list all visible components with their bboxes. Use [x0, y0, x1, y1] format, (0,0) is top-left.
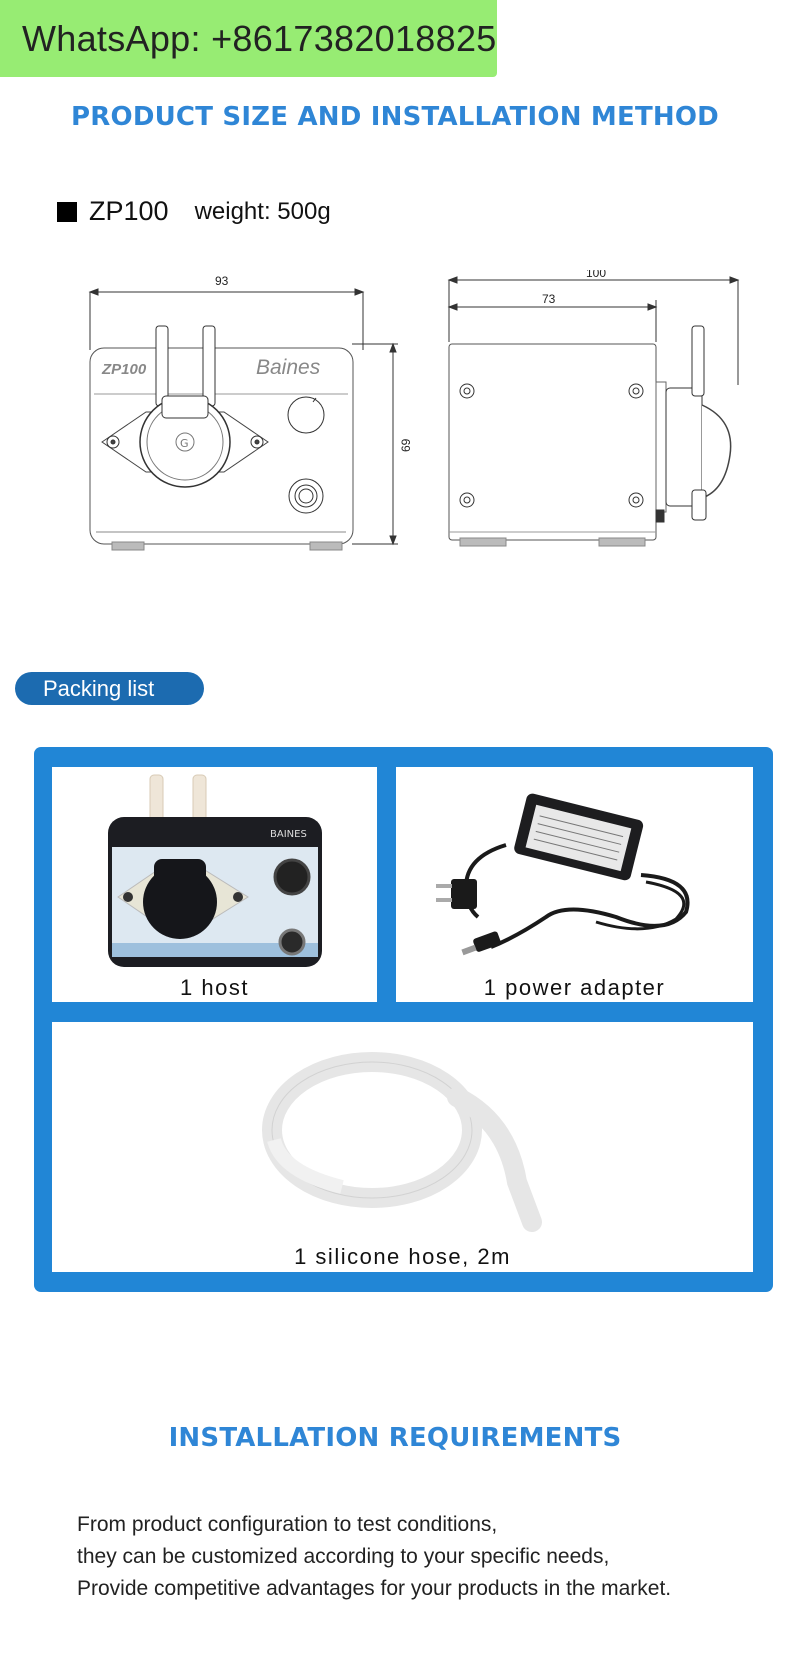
dim-height: 69 — [399, 438, 413, 452]
svg-text:G: G — [180, 437, 189, 450]
dimension-drawing: G 93 69 100 — [88, 270, 740, 551]
dim-front-width: 93 — [215, 274, 229, 288]
power-adapter-image — [436, 793, 690, 956]
whatsapp-text: WhatsApp: +8617382018825 — [22, 17, 497, 59]
requirements-line-1: From product configuration to test condi… — [77, 1513, 498, 1536]
square-bullet-icon — [57, 201, 77, 222]
model-weight: weight: 500g — [194, 197, 331, 225]
svg-text:BAINES: BAINES — [270, 829, 307, 840]
requirements-title: INSTALLATION REQUIREMENTS — [168, 1423, 622, 1453]
model-row: ZP100 weight: 500g — [57, 196, 331, 227]
requirements-line-2: they can be customized according to your… — [77, 1545, 610, 1568]
silicone-hose-image — [262, 1052, 542, 1232]
requirements-text: From product configuration to test condi… — [77, 1509, 671, 1605]
size-section-title: PRODUCT SIZE AND INSTALLATION METHOD — [71, 102, 719, 132]
packing-item-power-adapter: 1 power adapter — [396, 767, 753, 1002]
front-model-label: ZP100 — [101, 361, 147, 378]
front-brand-label: Baines — [256, 356, 321, 379]
model-name: ZP100 — [89, 196, 169, 226]
packing-item-silicone-hose: 1 silicone hose, 2m — [52, 1022, 753, 1272]
dim-side-total: 100 — [586, 270, 606, 280]
requirements-line-3: Provide competitive advantages for your … — [77, 1577, 672, 1600]
packing-list-label: Packing list — [15, 672, 204, 705]
pump-host-image: BAINES — [108, 774, 322, 967]
caption-power-adapter: 1 power adapter — [483, 975, 666, 1000]
dim-side-body: 73 — [542, 292, 556, 306]
whatsapp-banner[interactable]: WhatsApp: +8617382018825 — [0, 0, 497, 77]
caption-host: 1 host — [180, 975, 249, 1000]
packing-list-panel: BAINES 1 host 1 power adapter — [34, 747, 773, 1292]
caption-silicone-hose: 1 silicone hose, 2m — [294, 1244, 511, 1269]
packing-item-host: BAINES 1 host — [52, 767, 377, 1002]
